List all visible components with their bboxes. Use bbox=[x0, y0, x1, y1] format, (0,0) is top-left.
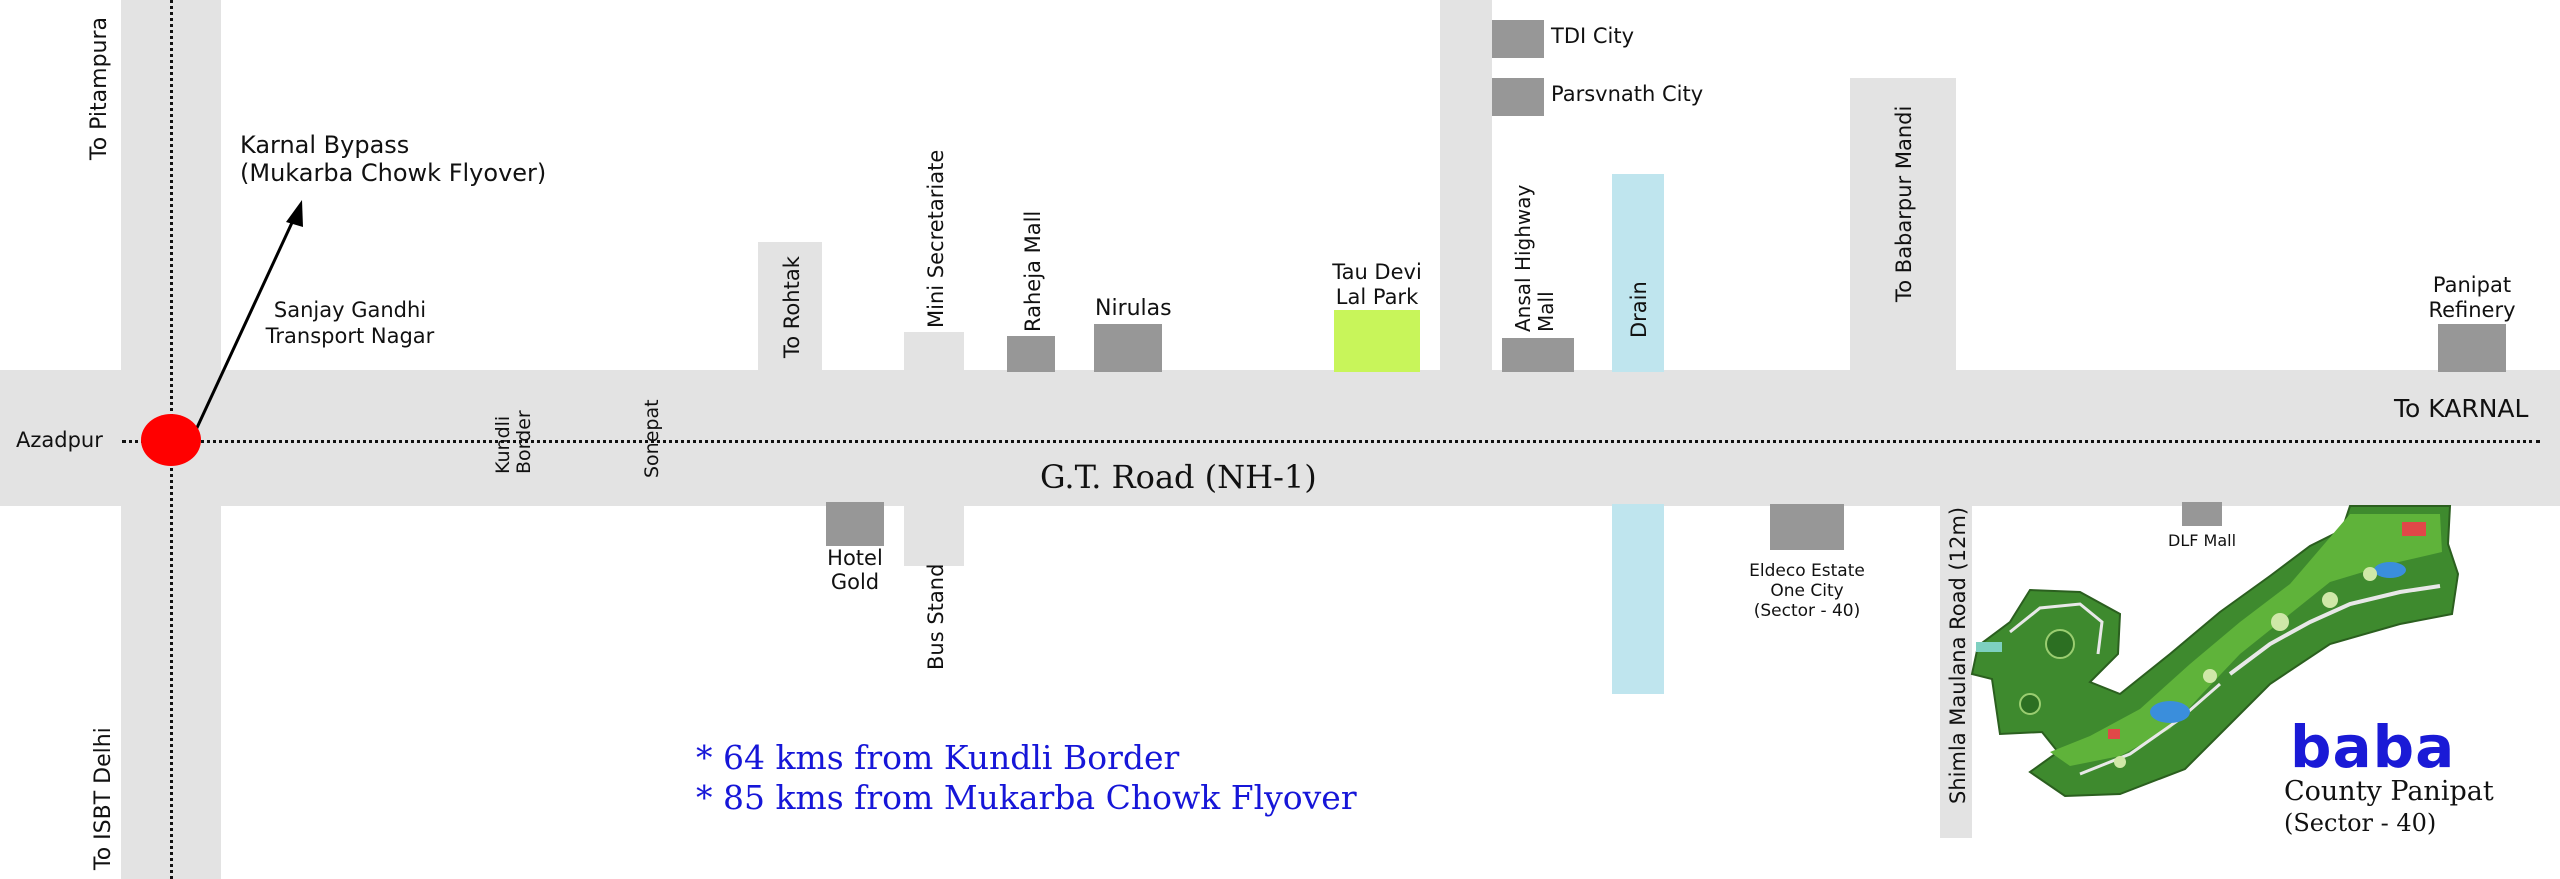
tdi-city-label: TDI City bbox=[1551, 24, 1635, 48]
nirulas-label: Nirulas bbox=[1095, 296, 1172, 321]
eldeco-line3: (Sector - 40) bbox=[1753, 601, 1861, 621]
road-north-tdi bbox=[1440, 0, 1492, 372]
to-babarpur-mandi-label: To Babarpur Mandi bbox=[1892, 105, 1916, 302]
parsvnath-city-label: Parsvnath City bbox=[1551, 82, 1704, 106]
brand-line2: (Sector - 40) bbox=[2284, 809, 2437, 837]
mini-secretariate-label: Mini Secretariate bbox=[924, 149, 948, 328]
eldeco-line1: Eldeco Estate bbox=[1749, 561, 1865, 581]
eldeco-estate-block bbox=[1770, 504, 1844, 550]
ansal-line1: Ansal Highway bbox=[1511, 184, 1535, 332]
ansal-line2: Mall bbox=[1534, 291, 1558, 332]
road-to-babarpur-mandi bbox=[1850, 78, 1956, 372]
ansal-highway-mall-block bbox=[1502, 338, 1574, 372]
panipat-refinery-block bbox=[2438, 324, 2506, 372]
dlf-mall-block bbox=[2182, 502, 2222, 526]
road-azadpur-stub bbox=[0, 408, 122, 476]
tau-devi-line1: Tau Devi bbox=[1332, 260, 1422, 284]
raheja-mall-label: Raheja Mall bbox=[1021, 210, 1045, 332]
flyover-callout-line2: (Mukarba Chowk Flyover) bbox=[240, 159, 547, 187]
eldeco-estate-label: Eldeco Estate One City (Sector - 40) bbox=[1722, 561, 1892, 621]
raheja-mall-block bbox=[1007, 336, 1055, 372]
distance-note-1: * 64 kms from Kundli Border bbox=[696, 738, 1180, 777]
bus-stand-road bbox=[904, 504, 964, 566]
main-road-centerline bbox=[122, 440, 2540, 443]
hotel-gold-line1: Hotel bbox=[827, 546, 883, 570]
drain-label: Drain bbox=[1627, 281, 1651, 338]
direction-to-pitampura: To Pitampura bbox=[87, 16, 112, 160]
distance-note-2: * 85 kms from Mukarba Chowk Flyover bbox=[696, 778, 1357, 817]
hotel-gold-block bbox=[826, 502, 884, 546]
mini-secretariate-plot bbox=[904, 332, 964, 372]
main-road-label: G.T. Road (NH-1) bbox=[1040, 458, 1317, 496]
hotel-gold-line2: Gold bbox=[830, 570, 880, 594]
drain-south bbox=[1612, 504, 1664, 694]
shimla-maulana-road-label: Shimla Maulana Road (12m) bbox=[1946, 506, 1970, 804]
shimla-maulana-road bbox=[1940, 504, 1972, 838]
parsvnath-city-block bbox=[1492, 78, 1544, 116]
direction-arrow-icon bbox=[193, 200, 303, 433]
transport-nagar-label: Sanjay Gandhi Transport Nagar bbox=[250, 297, 450, 349]
kundli-line2: Border bbox=[513, 410, 535, 474]
flyover-callout-line1: Karnal Bypass bbox=[240, 131, 410, 159]
panipat-refinery-label: Panipat Refinery bbox=[2402, 273, 2542, 323]
ansal-highway-mall-label: Ansal Highway Mall bbox=[1511, 184, 1558, 332]
road-to-rohtak bbox=[758, 242, 822, 372]
direction-to-karnal: To KARNAL bbox=[2394, 394, 2529, 423]
main-road-gt-road bbox=[0, 370, 2560, 506]
transport-nagar-line1: Sanjay Gandhi bbox=[273, 298, 427, 322]
dlf-mall-label: DLF Mall bbox=[2168, 531, 2237, 550]
kundli-line1: Kundli bbox=[492, 415, 514, 474]
brand-logo: baba bbox=[2290, 713, 2456, 781]
location-marker-icon[interactable] bbox=[141, 414, 201, 466]
direction-to-isbt-delhi: To ISBT Delhi bbox=[91, 727, 116, 870]
panipat-refinery-line2: Refinery bbox=[2428, 298, 2516, 322]
tdi-city-block bbox=[1492, 20, 1544, 58]
panipat-refinery-line1: Panipat bbox=[2432, 273, 2512, 297]
bus-stand-label: Bus Stand bbox=[924, 563, 948, 670]
brand-line1: County Panipat bbox=[2284, 776, 2494, 807]
drain-north bbox=[1612, 174, 1664, 372]
tau-devi-lal-park-label: Tau Devi Lal Park bbox=[1307, 260, 1447, 310]
tau-devi-line2: Lal Park bbox=[1335, 285, 1419, 309]
tau-devi-lal-park-block bbox=[1334, 310, 1420, 372]
transport-nagar-line2: Transport Nagar bbox=[265, 324, 435, 348]
kundli-border-label: Kundli Border bbox=[492, 410, 535, 474]
hotel-gold-label: Hotel Gold bbox=[805, 546, 905, 594]
eldeco-line2: One City bbox=[1770, 581, 1844, 601]
sonepat-label: Sonepat bbox=[641, 399, 663, 478]
to-rohtak-label: To Rohtak bbox=[780, 256, 804, 358]
direction-azadpur: Azadpur bbox=[16, 428, 103, 452]
nirulas-block bbox=[1094, 324, 1162, 372]
site-plan-image bbox=[1970, 505, 2460, 798]
